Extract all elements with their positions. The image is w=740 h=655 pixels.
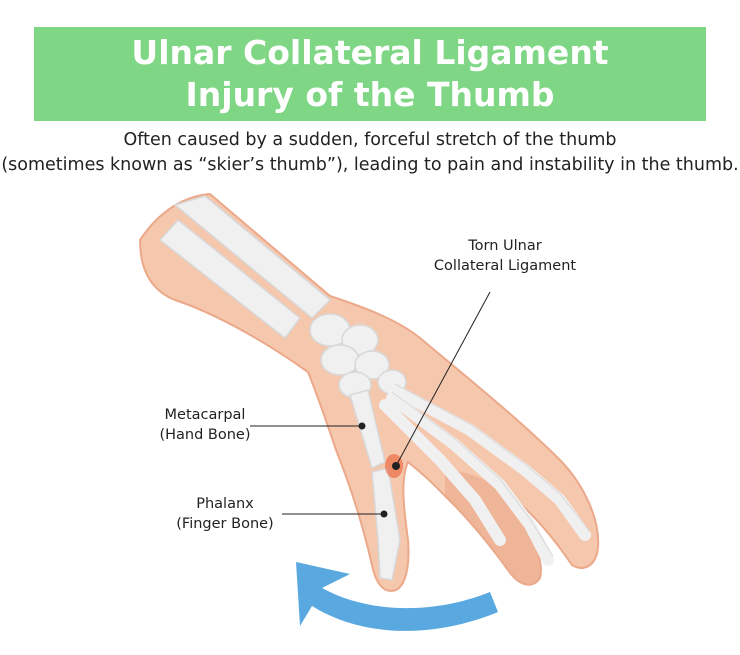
label-metacarpal-line-2: (Hand Bone) <box>159 427 251 443</box>
title-line-2: Injury of the Thumb <box>185 75 555 114</box>
finger-bones <box>379 384 591 566</box>
title-line-1: Ulnar Collateral Ligament <box>131 33 609 72</box>
description-line-2: (sometimes known as “skier’s thumb”), le… <box>1 155 739 175</box>
metacarpal-point <box>358 422 366 430</box>
thumb-metacarpal-bone <box>349 389 386 470</box>
description: Often caused by a sudden, forceful stret… <box>0 128 740 178</box>
carpal-bones <box>309 313 407 399</box>
label-torn-ligament-line-2: Collateral Ligament <box>433 258 577 274</box>
label-metacarpal-line-1: Metacarpal <box>164 407 246 423</box>
forearm-bone-lower <box>158 218 302 340</box>
label-torn-ligament: Torn Ulnar Collateral Ligament <box>420 236 590 276</box>
label-phalanx-line-2: (Finger Bone) <box>176 516 274 532</box>
title-banner: Ulnar Collateral Ligament Injury of the … <box>34 27 706 121</box>
forearm-bone-upper <box>173 195 332 320</box>
label-phalanx-line-1: Phalanx <box>196 496 254 512</box>
phalanx-point <box>380 510 388 518</box>
torn-ligament-leader <box>395 291 491 467</box>
description-line-1: Often caused by a sudden, forceful stret… <box>123 130 617 150</box>
rotation-arrow <box>296 562 498 631</box>
label-phalanx: Phalanx (Finger Bone) <box>160 494 290 534</box>
label-metacarpal: Metacarpal (Hand Bone) <box>140 405 270 445</box>
finger-bone-outlines <box>391 383 591 557</box>
label-torn-ligament-line-1: Torn Ulnar <box>468 238 542 254</box>
